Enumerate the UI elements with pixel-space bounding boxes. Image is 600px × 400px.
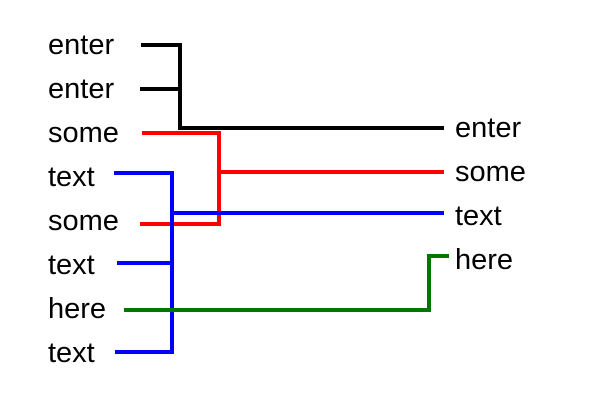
left-word-2: enter (48, 73, 115, 105)
connector-here (124, 254, 449, 312)
left-word-1: enter (48, 29, 115, 61)
left-word-4: text (48, 161, 95, 193)
left-word-5: some (48, 205, 119, 237)
right-word-4: here (455, 244, 514, 276)
left-word-6: text (48, 249, 95, 281)
left-word-7: here (48, 293, 107, 325)
connector-some (140, 131, 444, 226)
left-word-3: some (48, 117, 119, 149)
right-word-3: text (455, 200, 502, 232)
connector-text (114, 171, 444, 354)
connector-enter (140, 43, 444, 130)
left-word-8: text (48, 337, 95, 369)
right-word-2: some (455, 156, 526, 188)
right-word-1: enter (455, 112, 522, 144)
